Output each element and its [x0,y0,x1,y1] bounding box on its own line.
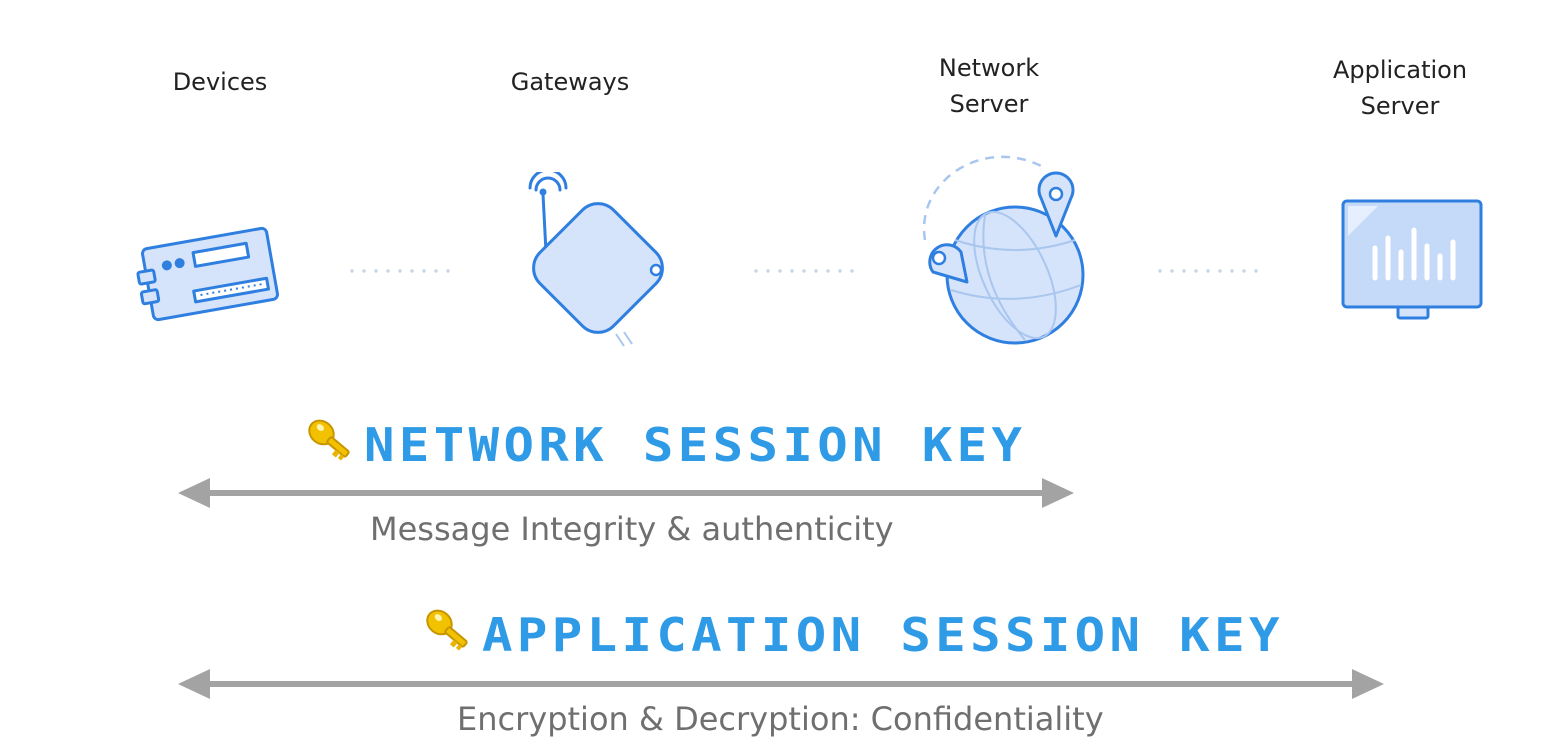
key-icon [308,419,350,461]
devices-label: Devices [120,64,320,100]
gateway-icon [528,172,664,347]
network-session-key-text: NETWORK SESSION KEY [364,418,1027,472]
network-server-label: Network Server [889,50,1089,122]
connector-dots-1 [346,269,456,273]
application-key-arrow [178,669,1384,699]
connector-dots-3 [1154,269,1264,273]
application-session-key-title: APPLICATION SESSION KEY [416,608,1279,662]
connector-dots-2 [750,269,860,273]
gateways-label-line1: Gateways [510,68,630,96]
device-board-icon [136,226,280,322]
gateways-label: Gateways [470,64,670,100]
monitor-chart-icon [1341,199,1483,320]
application-server-label-line2: Server [1360,92,1440,120]
application-server-label: Application Server [1300,52,1500,124]
network-key-arrow [178,478,1074,508]
network-key-caption: Message Integrity & authenticity [370,510,894,548]
application-key-caption: Encryption & Decryption: Confidentiality [457,700,1104,738]
application-session-key-text: APPLICATION SESSION KEY [482,608,1284,662]
application-server-label-line1: Application [1332,56,1468,84]
network-server-label-line2: Server [949,90,1029,118]
key-icon [426,609,468,651]
network-session-key-title: NETWORK SESSION KEY [298,418,1022,472]
globe-icon [922,155,1085,345]
devices-label-line1: Devices [172,68,268,96]
network-server-label-line1: Network [938,54,1040,82]
